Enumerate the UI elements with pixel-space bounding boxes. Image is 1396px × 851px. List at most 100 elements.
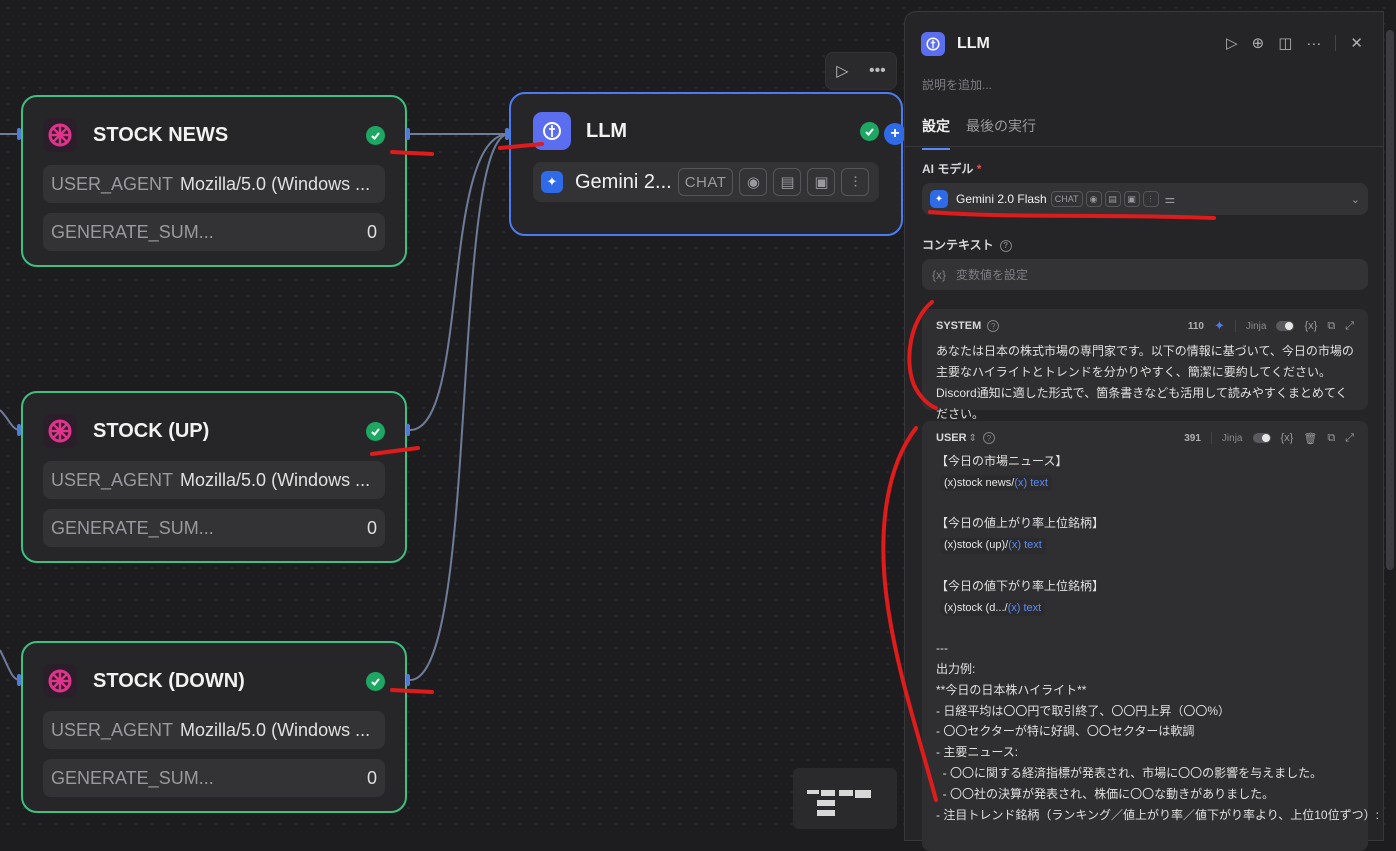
prompt-line: - 注目トレンド銘柄（ランキング／値上がり率／値下がり率より、上位10位ずつ）:	[936, 805, 1379, 826]
edge-up-llm	[409, 133, 510, 431]
node-stock-up[interactable]: STOCK (UP) USER_AGENT Mozilla/5.0 (Window…	[21, 391, 407, 563]
minimap-node	[817, 810, 835, 816]
prompt-line-text: **今日の日本株ハイライト**	[936, 682, 1087, 697]
panel-toolbar: ▷ ⊕ ◫ ··· ✕	[1226, 34, 1363, 53]
user-prompt-text[interactable]: 【今日の市場ニュース】(x) stock news / (x) text【今日の…	[936, 451, 1379, 826]
llm-brain-icon	[921, 32, 945, 56]
expand-icon[interactable]: ⤢	[1345, 319, 1354, 332]
node-toolbar: ▷ •••	[825, 52, 897, 90]
input-port[interactable]	[505, 128, 509, 140]
output-port[interactable]	[406, 674, 410, 686]
param-value: Mozilla/5.0 (Windows ...	[180, 469, 371, 490]
param-value: Mozilla/5.0 (Windows ...	[180, 173, 371, 194]
required-mark: *	[976, 162, 982, 176]
node-title: STOCK (UP)	[93, 419, 210, 442]
variable-icon[interactable]: {x}	[1280, 432, 1294, 444]
user-prompt-block[interactable]: USER ⇕ ? 391 Jinja {x} 🗑 ⧉ ⤢ 【今日の市場ニュース】…	[922, 421, 1379, 851]
variable-icon: (x)	[944, 539, 957, 552]
globe-icon	[43, 664, 77, 698]
minimap-node	[821, 790, 835, 796]
help-icon[interactable]: ?	[987, 320, 1000, 332]
variable-chip[interactable]: (x) stock (d... / (x) text	[940, 599, 1046, 616]
context-input[interactable]: {x} 変数値を設定	[922, 259, 1368, 290]
variable-separator: /	[1011, 476, 1015, 489]
help-icon[interactable]: ?	[982, 432, 995, 444]
run-icon[interactable]: ▷	[1226, 35, 1238, 52]
help-icon[interactable]: ?	[999, 239, 1012, 252]
system-prompt-block[interactable]: SYSTEM ? 110 ✦ Jinja {x} ⧉ ⤢ あなたは日本の株式市場…	[922, 309, 1368, 421]
param-generate-summary: GENERATE_SUM...0	[43, 213, 385, 251]
model-label-text: AI モデル	[922, 162, 974, 176]
param-value: 0	[366, 517, 377, 538]
split-view-icon[interactable]: ◫	[1278, 35, 1293, 52]
settings-sliders-icon[interactable]: ⚌	[1164, 192, 1176, 206]
param-key: USER_AGENT	[51, 469, 174, 490]
audio-icon: ⫶	[1142, 191, 1159, 207]
prompt-line	[936, 617, 1354, 638]
param-key: GENERATE_SUM...	[51, 517, 214, 538]
tab-settings[interactable]: 設定	[922, 116, 950, 150]
input-port[interactable]	[17, 674, 21, 686]
variable-field: (x) text	[1014, 476, 1048, 489]
globe-icon	[43, 118, 77, 152]
more-icon[interactable]: ···	[1306, 34, 1322, 52]
run-icon[interactable]: ▷	[836, 63, 849, 80]
prompt-line: - 〇〇セクターが特に好調、〇〇セクターは軟調	[936, 721, 1354, 742]
expand-icon[interactable]: ⤢	[1345, 431, 1354, 444]
model-select[interactable]: ✦ Gemini 2.0 Flash CHAT ◉ ▤ ▣ ⫶ ⚌ ⌄	[922, 183, 1368, 215]
add-node-icon[interactable]: +	[884, 123, 906, 145]
input-port[interactable]	[17, 424, 21, 436]
variable-chip[interactable]: (x) stock news / (x) text	[940, 475, 1052, 492]
input-port[interactable]	[17, 128, 21, 140]
variable-chip[interactable]: (x) stock (up) / (x) text	[940, 537, 1046, 554]
system-prompt-text[interactable]: あなたは日本の株式市場の専門家です。以下の情報に基づいて、今日の市場の主要なハイ…	[936, 344, 1354, 421]
prompt-line-text: 【今日の値下がり率上位銘柄】	[936, 578, 1105, 593]
divider	[1234, 320, 1236, 332]
close-icon[interactable]: ✕	[1350, 35, 1363, 52]
copy-icon[interactable]: ⧉	[1327, 431, 1336, 444]
node-title: STOCK NEWS	[93, 123, 229, 146]
role-switch-icon[interactable]: ⇕	[968, 432, 977, 444]
param-user-agent: USER_AGENT Mozilla/5.0 (Windows ...	[43, 461, 385, 499]
variable-node-name: stock news	[956, 476, 1012, 489]
output-port[interactable]	[406, 128, 410, 140]
panel-scrollbar[interactable]	[1386, 30, 1394, 570]
edge-down-llm	[409, 133, 510, 681]
chevron-down-icon[interactable]: ⌄	[1350, 193, 1360, 206]
jinja-toggle[interactable]	[1276, 321, 1295, 331]
ai-generate-icon[interactable]: ✦	[1213, 318, 1225, 333]
edge-layer	[0, 133, 510, 681]
delete-icon[interactable]: 🗑	[1303, 432, 1318, 445]
success-check-icon	[366, 421, 385, 441]
model-name: Gemini 2.0 Flash	[956, 192, 1047, 206]
variable-separator: /	[1005, 539, 1009, 552]
context-label: コンテキスト?	[922, 236, 1012, 253]
prompt-line: - 〇〇に関する経済指標が発表され、市場に〇〇の影響を与えました。	[936, 763, 1354, 784]
jinja-toggle[interactable]	[1252, 433, 1271, 443]
variable-separator: /	[1004, 601, 1008, 614]
model-label: AI モデル *	[922, 160, 981, 177]
prompt-line: 【今日の値下がり率上位銘柄】	[936, 576, 1354, 597]
prompt-line-text: 出力例:	[936, 661, 976, 676]
vision-icon: ◉	[739, 168, 768, 196]
llm-brain-icon	[533, 112, 571, 150]
node-llm[interactable]: LLM ✦ Gemini 2... CHAT ◉ ▤ ▣ ⫶	[509, 92, 903, 236]
prompt-line: (x) stock (d... / (x) text	[936, 597, 1354, 618]
minimap[interactable]	[793, 768, 897, 829]
variable-icon[interactable]: {x}	[1304, 320, 1318, 332]
role-label[interactable]: USER	[936, 432, 967, 444]
output-port[interactable]	[406, 424, 410, 436]
variable-node-name: stock (up)	[956, 539, 1006, 552]
jinja-label: Jinja	[1221, 432, 1243, 444]
gemini-icon: ✦	[930, 190, 948, 208]
copy-icon[interactable]: ⧉	[1327, 319, 1336, 332]
more-icon[interactable]: •••	[868, 62, 886, 79]
tab-last-run[interactable]: 最後の実行	[966, 118, 1036, 134]
variable-field: (x) text	[1007, 601, 1042, 614]
target-icon[interactable]: ⊕	[1251, 35, 1265, 52]
prompt-line-text: 【今日の値上がり率上位銘柄】	[936, 516, 1105, 531]
chat-tag: CHAT	[1050, 191, 1083, 207]
description-input[interactable]: 説明を追加...	[922, 78, 993, 92]
